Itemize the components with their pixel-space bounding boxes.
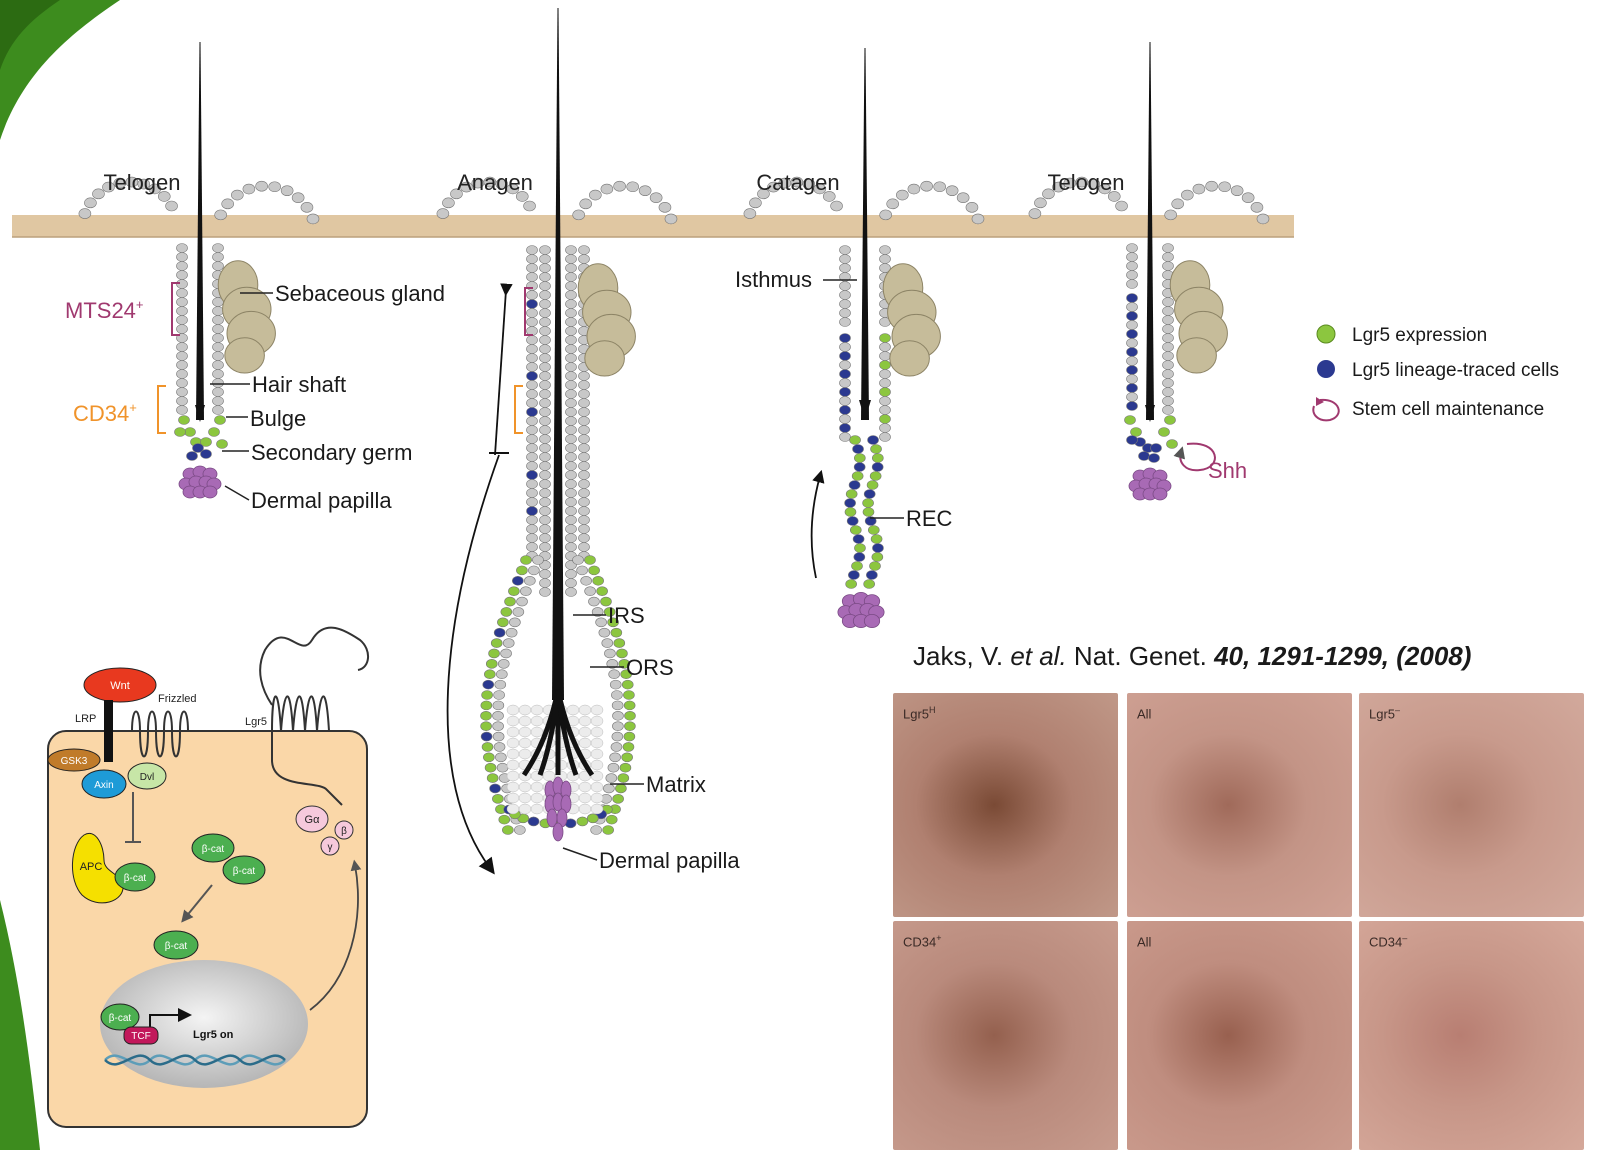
irs-label: IRS bbox=[608, 603, 645, 628]
skin-photo-2: All bbox=[1127, 693, 1352, 917]
citation: Jaks, V. et al. Nat. Genet. 40, 1291-129… bbox=[913, 641, 1471, 672]
svg-text:β-cat: β-cat bbox=[233, 866, 256, 877]
skin-photo-label: All bbox=[1137, 933, 1151, 949]
isthmus-label: Isthmus bbox=[735, 267, 812, 292]
cd34-marker-label: CD34+ bbox=[73, 400, 137, 426]
sebaceous-gland bbox=[1170, 261, 1227, 373]
matrix-label: Matrix bbox=[646, 772, 706, 797]
sebaceous-gland bbox=[218, 261, 275, 373]
svg-text:β-cat: β-cat bbox=[109, 1013, 132, 1024]
skin-photo-4: CD34+ bbox=[893, 921, 1118, 1150]
svg-text:Axin: Axin bbox=[94, 780, 113, 791]
svg-text:γ: γ bbox=[328, 842, 333, 853]
secondary-germ-label: Secondary germ bbox=[251, 440, 412, 465]
legend-label-lineage-traced: Lgr5 lineage-traced cells bbox=[1352, 360, 1559, 381]
ors-label: ORS bbox=[626, 655, 674, 680]
skin-photo-label: All bbox=[1137, 705, 1151, 721]
green-dot-icon bbox=[1317, 325, 1335, 343]
dermal-papilla bbox=[1129, 468, 1171, 500]
lrp-receptor bbox=[104, 700, 113, 762]
skin-photo-6: CD34– bbox=[1359, 921, 1584, 1150]
rec-label: REC bbox=[906, 506, 953, 531]
svg-text:TCF: TCF bbox=[131, 1031, 150, 1042]
dermal-papilla bbox=[838, 592, 884, 627]
dermal-papilla bbox=[179, 466, 221, 498]
sebaceous-gland bbox=[883, 264, 940, 376]
dermal-papilla-label: Dermal papilla bbox=[251, 488, 392, 513]
svg-text:β: β bbox=[341, 826, 347, 837]
skin-photo-label: Lgr5H bbox=[903, 705, 936, 721]
legend-label-stem-cell-maintenance: Stem cell maintenance bbox=[1352, 399, 1544, 420]
svg-text:Lgr5 on: Lgr5 on bbox=[193, 1029, 234, 1041]
skin-photo-3: Lgr5– bbox=[1359, 693, 1584, 917]
telogen2-annotations: Shh bbox=[1180, 444, 1247, 483]
svg-text:LRP: LRP bbox=[75, 713, 96, 725]
svg-text:APC: APC bbox=[80, 861, 103, 873]
hair-shaft-label: Hair shaft bbox=[252, 372, 346, 397]
dermal-papilla-anagen-label: Dermal papilla bbox=[599, 848, 740, 873]
skin-photo-label: CD34– bbox=[1369, 933, 1407, 949]
stage-label-anagen: Anagen bbox=[457, 170, 533, 195]
svg-text:β-cat: β-cat bbox=[165, 941, 188, 952]
legend-label-lgr5-expression: Lgr5 expression bbox=[1352, 325, 1487, 346]
svg-text:Lgr5: Lgr5 bbox=[245, 716, 267, 728]
svg-text:Dvl: Dvl bbox=[140, 772, 154, 783]
dermal-papilla-anagen bbox=[545, 777, 571, 841]
svg-text:Wnt: Wnt bbox=[110, 680, 130, 692]
svg-text:GSK3: GSK3 bbox=[61, 756, 88, 767]
shh-label: Shh bbox=[1208, 458, 1247, 483]
bulge-label: Bulge bbox=[250, 406, 306, 431]
stage-label-telogen-1: Telogen bbox=[103, 170, 180, 195]
hair-shaft bbox=[552, 8, 564, 700]
mts24-marker-label: MTS24+ bbox=[65, 297, 144, 323]
stage-label-telogen-2: Telogen bbox=[1047, 170, 1124, 195]
signaling-pathway-panel: Lgr5 on β-cat TCF Lgr5 Gα β γ Wnt LRP Fr… bbox=[48, 628, 368, 1127]
skin-photo-label: CD34+ bbox=[903, 933, 942, 949]
sebaceous-gland bbox=[578, 264, 635, 376]
svg-text:Gα: Gα bbox=[305, 814, 321, 826]
svg-text:β-cat: β-cat bbox=[124, 873, 147, 884]
skin-photo-label: Lgr5– bbox=[1369, 705, 1400, 721]
legend: Lgr5 expression Lgr5 lineage-traced cell… bbox=[1313, 325, 1559, 420]
skin-photo-5: All bbox=[1127, 921, 1352, 1150]
lgr5-receptor bbox=[272, 696, 329, 731]
stage-label-catagen: Catagen bbox=[756, 170, 839, 195]
svg-text:Frizzled: Frizzled bbox=[158, 693, 197, 705]
sebaceous-gland-label: Sebaceous gland bbox=[275, 281, 445, 306]
skin-surface bbox=[12, 215, 1294, 237]
blue-dot-icon bbox=[1317, 360, 1335, 378]
svg-text:β-cat: β-cat bbox=[202, 844, 225, 855]
skin-photo-1: Lgr5H bbox=[893, 693, 1118, 917]
